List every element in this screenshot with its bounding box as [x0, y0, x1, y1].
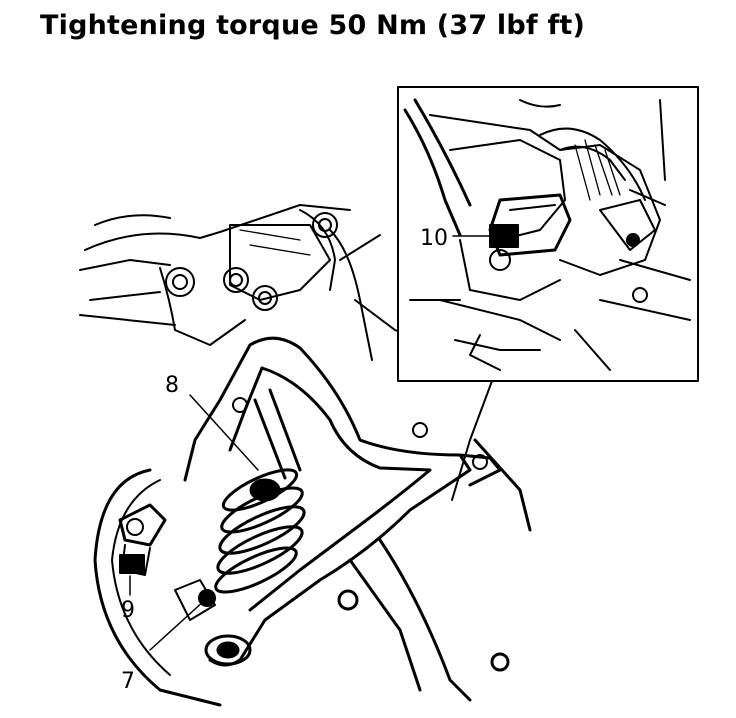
main-illustration	[79, 204, 532, 707]
callout-9: 9	[121, 598, 135, 623]
leader-lines	[129, 394, 259, 651]
page-title: Tightening torque 50 Nm (37 lbf ft)	[40, 10, 586, 41]
inset-detail	[397, 86, 699, 501]
subframe-bolts	[165, 212, 338, 311]
callout-8: 8	[165, 373, 179, 398]
inset-drawing	[403, 98, 691, 371]
brake-disc	[93, 468, 222, 707]
callout-7: 7	[121, 669, 135, 694]
lower-bushing	[204, 589, 510, 672]
inset-pointer	[451, 380, 493, 501]
callout-10: 10	[420, 226, 448, 251]
coil-spring	[214, 388, 306, 594]
